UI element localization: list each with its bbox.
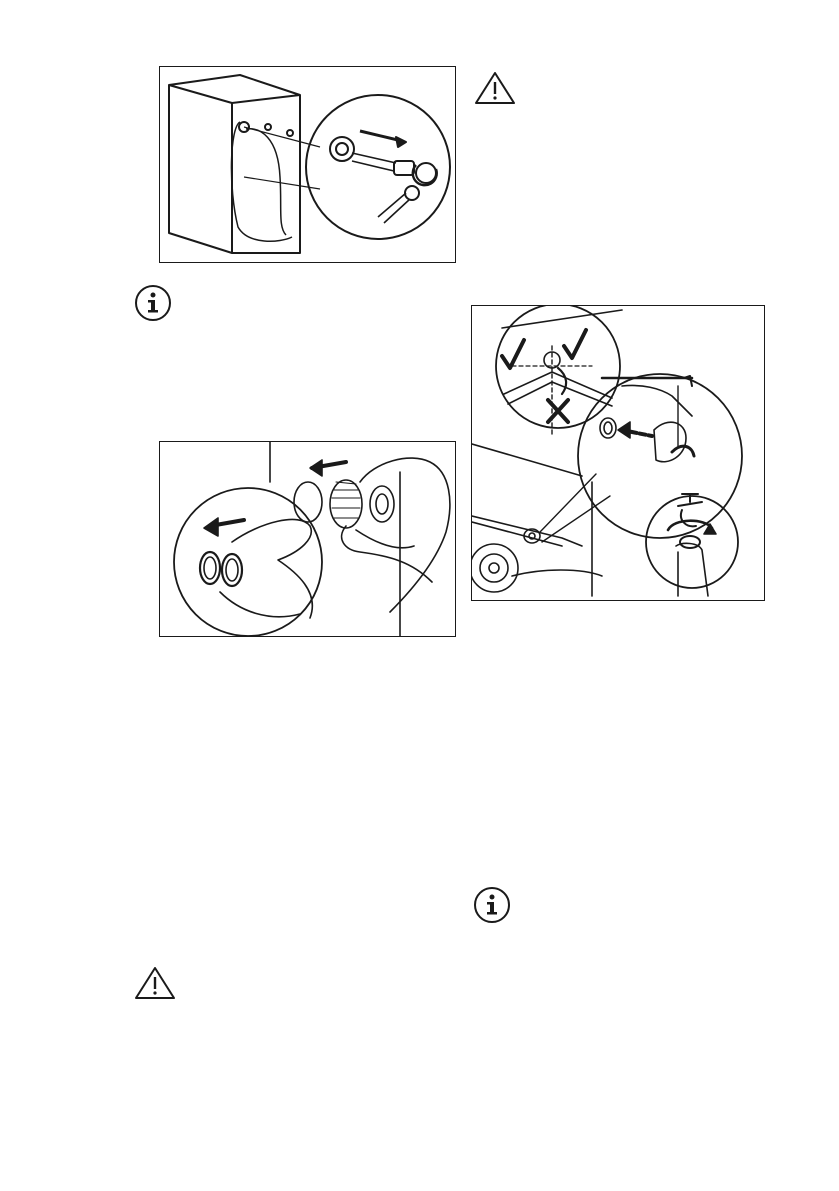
info-icon [133, 283, 173, 323]
warning-icon [133, 965, 177, 1001]
illustration-plastic-caps [159, 441, 456, 637]
illustration-inlet-hose [471, 305, 765, 601]
inlet-hose-drawing [472, 306, 764, 600]
transit-bolts-drawing [160, 67, 455, 262]
illustration-transit-bolts [159, 66, 456, 263]
warning-icon [473, 70, 517, 106]
info-icon [472, 885, 512, 925]
plastic-caps-drawing [160, 442, 455, 636]
